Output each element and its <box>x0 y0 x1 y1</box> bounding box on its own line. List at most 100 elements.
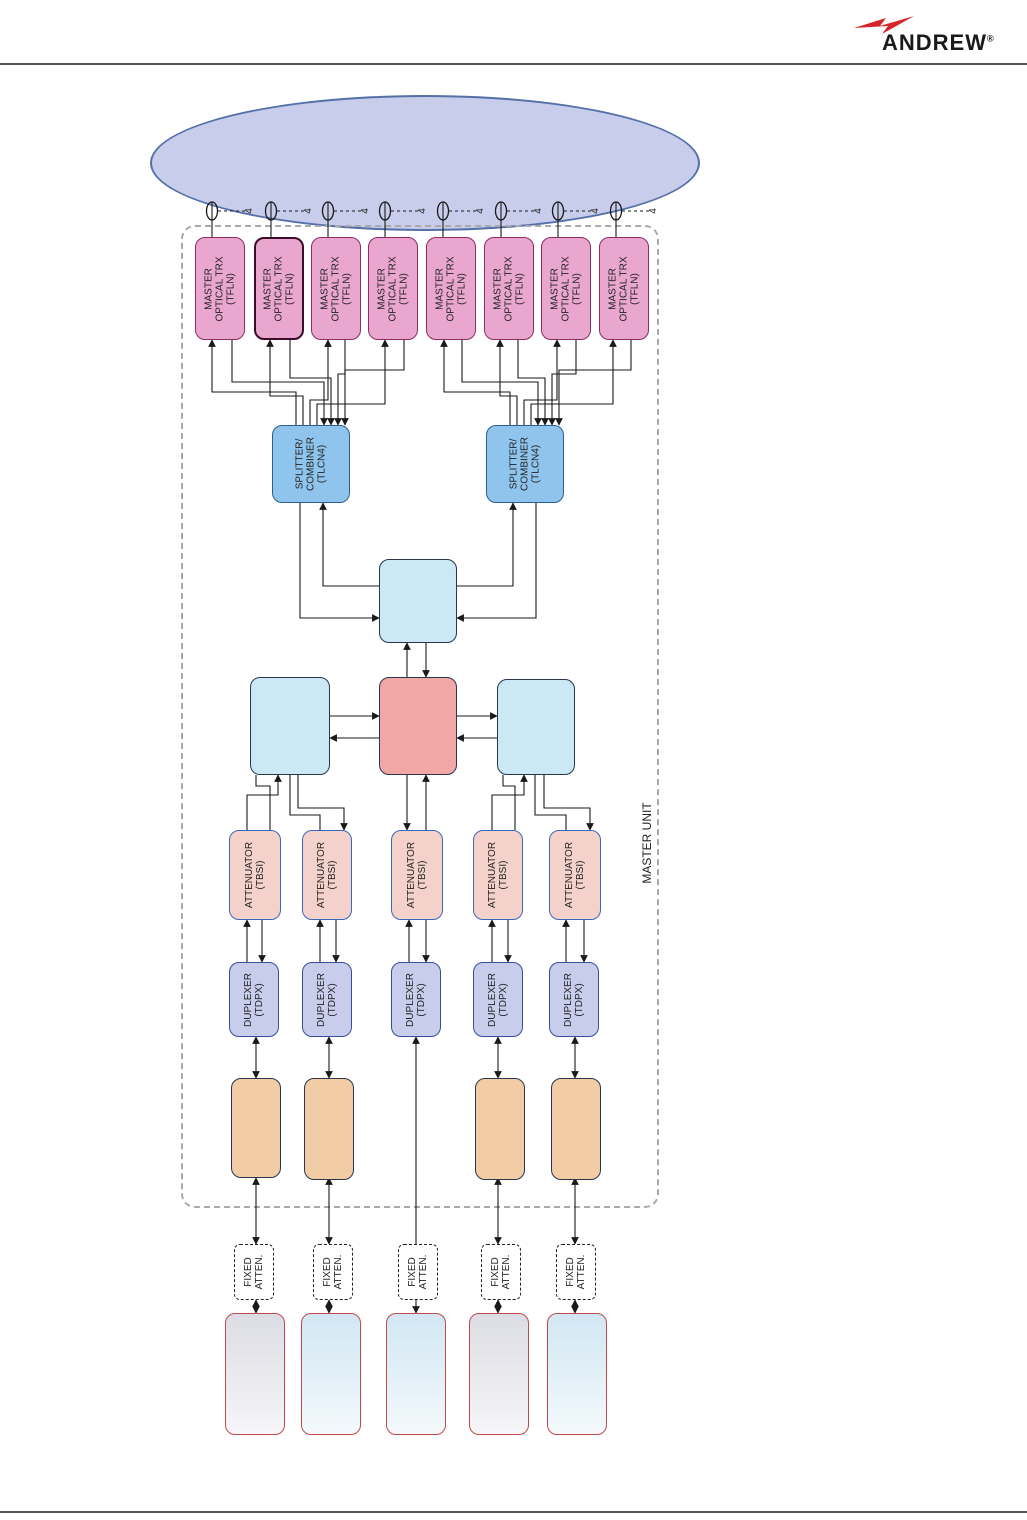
downlink-line <box>548 340 577 426</box>
duplexer-tdpx-label: DUPLEXER (TDPX) <box>487 972 509 1027</box>
master-optical-trx: MASTER OPTICAL TRX (TFLN) <box>484 237 534 340</box>
fiber-count-label: 4 <box>475 208 486 214</box>
uplink-line <box>440 339 511 425</box>
duplexer-tdpx-label: DUPLEXER (TDPX) <box>563 972 585 1027</box>
attenuator-tbsi: ATTENUATOR (TBSI) <box>391 830 443 920</box>
splitter-combiner-right: SPLITTER/ COMBINER (TLCN4) <box>486 425 564 503</box>
fixed-attenuator: FIXED ATTEN. <box>234 1244 274 1300</box>
source-block <box>301 1313 361 1435</box>
uplink-line <box>496 339 518 425</box>
downlink-line <box>555 340 632 426</box>
attenuator-tbsi-label: ATTENUATOR (TBSI) <box>406 841 428 909</box>
master-optical-trx: MASTER OPTICAL TRX (TFLN) <box>426 237 476 340</box>
master-optical-trx-label: MASTER OPTICAL TRX (TFLN) <box>203 255 237 322</box>
logo-registered-mark: ® <box>987 33 995 44</box>
fixed-attenuator-label: FIXED ATTEN. <box>322 1254 344 1290</box>
band-block-left <box>250 677 330 775</box>
attenuator-tbsi-label: ATTENUATOR (TBSI) <box>244 841 266 909</box>
fixed-attenuator: FIXED ATTEN. <box>398 1244 438 1300</box>
attenuator-tbsi: ATTENUATOR (TBSI) <box>473 830 523 920</box>
master-optical-trx: MASTER OPTICAL TRX (TFLN) <box>541 237 591 340</box>
master-optical-trx-label: MASTER OPTICAL TRX (TFLN) <box>376 255 410 322</box>
fixed-attenuator-label: FIXED ATTEN. <box>243 1254 265 1290</box>
connector-line <box>534 775 567 830</box>
duplexer-tdpx-label: DUPLEXER (TDPX) <box>316 972 338 1027</box>
downlink-line <box>341 340 405 426</box>
fixed-attenuator: FIXED ATTEN. <box>481 1244 521 1300</box>
fixed-attenuator: FIXED ATTEN. <box>313 1244 353 1300</box>
fixed-attenuator-label: FIXED ATTEN. <box>490 1254 512 1290</box>
connector-line <box>297 775 348 831</box>
master-optical-trx-label: MASTER OPTICAL TRX (TFLN) <box>262 255 296 322</box>
duplexer-tdpx-label: DUPLEXER (TDPX) <box>243 972 265 1027</box>
attenuator-tbsi: ATTENUATOR (TBSI) <box>549 830 601 920</box>
logo-text: ANDREW <box>882 30 987 55</box>
downlink-line <box>334 340 346 426</box>
splitter-combiner-label: SPLITTER/ COMBINER (TLCN4) <box>508 437 542 491</box>
master-unit-boundary <box>181 225 659 1208</box>
uplink-line <box>266 339 304 425</box>
duplexer-tdpx: DUPLEXER (TDPX) <box>391 962 441 1037</box>
fixed-attenuator-label: FIXED ATTEN. <box>565 1254 587 1290</box>
splitter-combiner-left: SPLITTER/ COMBINER (TLCN4) <box>272 425 350 503</box>
fiber-count-label: 4 <box>360 208 371 214</box>
master-optical-trx-label: MASTER OPTICAL TRX (TFLN) <box>434 255 468 322</box>
footer-rule <box>0 1511 1027 1513</box>
master-optical-trx-label: MASTER OPTICAL TRX (TFLN) <box>492 255 526 322</box>
central-block <box>379 677 457 775</box>
duplexer-tdpx: DUPLEXER (TDPX) <box>229 962 279 1037</box>
network-cloud <box>150 95 700 231</box>
uplink-line <box>309 339 332 425</box>
fiber-count-label: 4 <box>590 208 601 214</box>
fiber-count-label: 4 <box>244 208 255 214</box>
duplexer-tdpx: DUPLEXER (TDPX) <box>302 962 352 1037</box>
source-block <box>225 1313 285 1435</box>
master-optical-trx-label: MASTER OPTICAL TRX (TFLN) <box>549 255 583 322</box>
uplink-line <box>208 339 297 425</box>
uplink-line <box>523 339 561 425</box>
master-optical-trx-label: MASTER OPTICAL TRX (TFLN) <box>607 255 641 322</box>
master-optical-trx: MASTER OPTICAL TRX (TFLN) <box>599 237 649 340</box>
fiber-count-label: 4 <box>533 208 544 214</box>
band-block-right <box>497 679 575 775</box>
master-optical-trx: MASTER OPTICAL TRX (TFLN) <box>311 237 361 340</box>
connector-line <box>246 774 282 830</box>
attenuator-tbsi: ATTENUATOR (TBSI) <box>302 830 352 920</box>
source-block <box>547 1313 607 1435</box>
uplink-line <box>530 339 617 425</box>
master-optical-trx: MASTER OPTICAL TRX (TFLN) <box>254 237 304 340</box>
attenuator-tbsi-label: ATTENUATOR (TBSI) <box>487 841 509 909</box>
connector-line <box>456 503 537 622</box>
master-optical-trx-label: MASTER OPTICAL TRX (TFLN) <box>319 255 353 322</box>
source-block <box>469 1313 529 1435</box>
source-block <box>386 1313 446 1435</box>
duplexer-tdpx: DUPLEXER (TDPX) <box>473 962 523 1037</box>
connector-line <box>543 775 594 831</box>
andrew-logo: ANDREW® <box>882 30 995 56</box>
connector-line <box>491 774 528 830</box>
header-rule <box>0 63 1027 65</box>
duplexer-tdpx: DUPLEXER (TDPX) <box>549 962 599 1037</box>
connector-line <box>255 775 271 830</box>
attenuator-tbsi-label: ATTENUATOR (TBSI) <box>564 841 586 909</box>
fiber-count-label: 4 <box>648 208 659 214</box>
fiber-count-label: 4 <box>303 208 314 214</box>
duplexer-tdpx-label: DUPLEXER (TDPX) <box>405 972 427 1027</box>
connector-line <box>319 502 379 587</box>
fixed-attenuator-label: FIXED ATTEN. <box>407 1254 429 1290</box>
connector-line <box>457 502 517 587</box>
fixed-attenuator: FIXED ATTEN. <box>556 1244 596 1300</box>
uplink-line <box>316 339 389 425</box>
connector-line <box>299 503 380 622</box>
connector-line <box>289 775 321 830</box>
master-optical-trx: MASTER OPTICAL TRX (TFLN) <box>368 237 418 340</box>
interface-block <box>475 1078 525 1180</box>
attenuator-tbsi-label: ATTENUATOR (TBSI) <box>316 841 338 909</box>
splitter-combiner-label: SPLITTER/ COMBINER (TLCN4) <box>294 437 328 491</box>
interface-block <box>551 1078 601 1180</box>
interface-block <box>231 1078 281 1178</box>
fiber-connector-graphics <box>205 201 650 237</box>
andrew-logo-icon <box>854 16 914 34</box>
